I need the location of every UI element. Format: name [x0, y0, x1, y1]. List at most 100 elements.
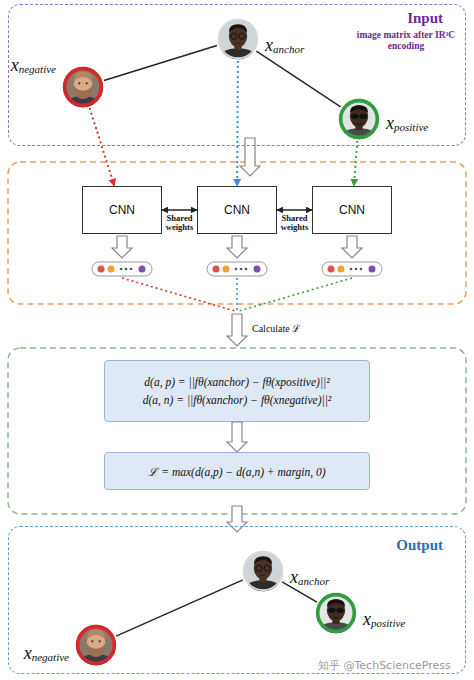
network-label: CNN — [109, 203, 135, 217]
vector-dot — [240, 268, 243, 271]
vector-dot — [213, 266, 220, 273]
input-arrow — [236, 61, 239, 186]
head — [254, 557, 272, 579]
face-photo — [337, 97, 381, 141]
beard — [74, 86, 92, 99]
sunglasses — [359, 114, 366, 119]
formula-text: d(a, n) = ||fθ(xanchor) − fθ(xnegative)|… — [143, 394, 332, 406]
vector-bar — [322, 262, 382, 276]
equation-box: d(a, p) = ||fθ(xanchor) − fθ(xpositive)|… — [104, 360, 370, 422]
face-photo — [241, 549, 285, 593]
network-label: CNN — [339, 203, 365, 217]
eye — [86, 82, 88, 84]
cnn-box: CNN — [82, 186, 162, 234]
eye — [78, 82, 80, 84]
formula-text: d(a, p) = ||fθ(xanchor) − fθ(xpositive)|… — [144, 376, 329, 388]
sample-label: xpositive — [363, 609, 405, 630]
vector-dot — [245, 268, 248, 271]
loss-box: ℒ = max(d(a,p) − d(a,n) + margin, 0) — [104, 452, 370, 490]
vector-dot — [139, 266, 146, 273]
cnn-region — [8, 162, 466, 304]
cnn-box: CNN — [312, 186, 392, 234]
vector-dot — [350, 268, 353, 271]
vector-dot — [130, 268, 133, 271]
vector-dot — [223, 266, 230, 273]
watermark: 知乎 @TechSciencePress — [318, 658, 451, 673]
input-region: Inputimage matrix after IR³C encodingxan… — [8, 4, 466, 146]
face-border — [219, 20, 258, 59]
merge-line — [236, 278, 238, 311]
glasses — [231, 33, 237, 39]
hair — [350, 105, 368, 112]
flow-arrow — [227, 422, 247, 452]
mouth — [356, 123, 362, 125]
hollow-arrow — [112, 236, 132, 258]
output-region: Output xanchor xnegative xpositive — [8, 526, 466, 674]
hollow-arrow — [227, 236, 247, 258]
face-photo — [216, 17, 260, 61]
hair — [254, 556, 272, 564]
head — [327, 599, 345, 621]
connector-line — [116, 580, 243, 636]
step-label: Calculate ℒ — [252, 321, 300, 335]
head — [229, 25, 247, 47]
section-title: Output — [396, 537, 443, 554]
embedding-vector — [322, 262, 382, 276]
hollow-arrow — [342, 236, 362, 258]
photo-background — [337, 97, 381, 141]
face-node: xanchor — [241, 549, 285, 593]
vector-dot — [235, 268, 238, 271]
face-border — [65, 69, 102, 106]
formula-text: ℒ = max(d(a,p) − d(a,n) + margin, 0) — [148, 464, 325, 479]
face-node: xpositive — [314, 591, 358, 635]
connector-line — [277, 209, 312, 211]
mouth — [260, 574, 266, 576]
edge-label: Shared weights — [157, 214, 203, 233]
merge-line — [122, 278, 235, 311]
sample-label: xanchor — [265, 35, 304, 56]
vector-dot — [120, 268, 123, 271]
merge-line — [239, 278, 352, 311]
face-photo — [61, 65, 105, 109]
embedding-vector — [92, 262, 152, 276]
sample-label: xpositive — [386, 113, 428, 134]
face-node: xanchor — [216, 17, 260, 61]
sunglasses — [336, 608, 343, 613]
face-art — [337, 97, 381, 141]
sunglasses — [351, 114, 358, 119]
loss-region — [8, 348, 466, 514]
vector-bar — [207, 262, 267, 276]
hair — [229, 24, 247, 32]
hair — [87, 629, 105, 639]
face-art — [61, 65, 105, 109]
face-node: xnegative — [74, 623, 118, 667]
eye — [91, 640, 93, 642]
face-art — [314, 591, 358, 635]
vector-dot — [338, 266, 345, 273]
photo-background — [314, 591, 358, 635]
embedding-vector — [207, 262, 267, 276]
vector-bar — [92, 262, 152, 276]
face-art — [241, 549, 285, 593]
mouth — [333, 617, 339, 619]
glasses — [256, 565, 262, 571]
edge-label: Shared weights — [272, 214, 318, 233]
glasses — [239, 33, 245, 39]
hair — [327, 599, 345, 606]
face-photo — [74, 623, 118, 667]
eye — [99, 640, 101, 642]
connector-line — [282, 582, 317, 602]
photo-background — [61, 65, 105, 109]
face-border — [341, 101, 378, 138]
vector-dot — [360, 268, 363, 271]
section-title: image matrix after IR³C encoding — [353, 30, 459, 52]
vector-dot — [254, 266, 261, 273]
network-label: CNN — [224, 203, 250, 217]
face-node: xnegative — [61, 65, 105, 109]
sample-label: xnegative — [24, 643, 69, 664]
vector-dot — [355, 268, 358, 271]
vector-dot — [98, 266, 105, 273]
photo-background — [241, 549, 285, 593]
